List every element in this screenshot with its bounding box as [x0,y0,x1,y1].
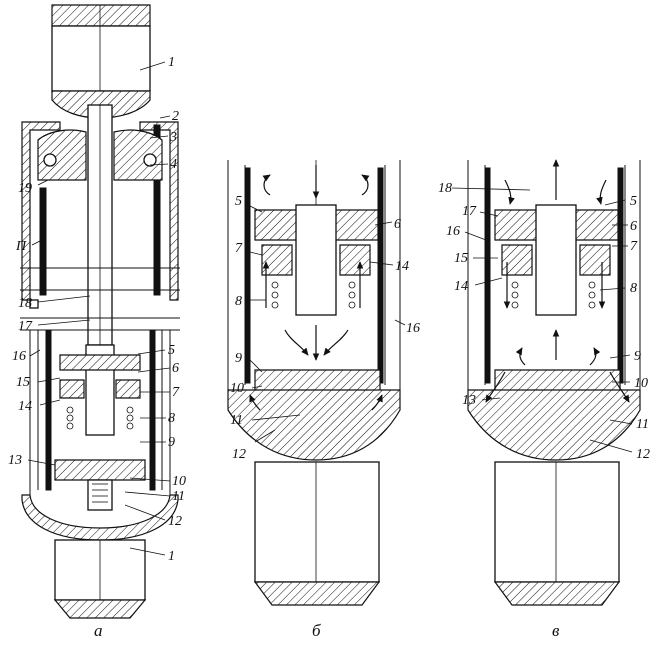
label-9: 9 [634,349,641,364]
label-11: 11 [172,489,185,504]
label-6: 6 [630,219,637,234]
label-1-top: 1 [168,55,175,70]
labels-a: 1 2 3 4 19 П 18 17 16 5 6 15 7 14 8 9 13… [8,55,186,564]
label-11: 11 [636,417,649,432]
label-15: 15 [454,251,468,266]
labels-c: 18 17 16 15 14 5 6 7 8 9 10 13 11 12 [438,181,650,462]
label-4: 4 [170,157,177,172]
label-6: 6 [394,217,401,232]
caption-b: б [312,621,321,640]
label-5: 5 [168,343,175,358]
label-8: 8 [235,294,242,309]
label-12: 12 [636,447,650,462]
label-14: 14 [395,259,409,274]
label-8: 8 [168,411,175,426]
view-b [227,160,401,606]
label-p: П [15,239,27,254]
label-19: 19 [18,181,32,196]
label-18: 18 [438,181,452,196]
label-3: 3 [169,130,177,145]
label-1-bottom: 1 [168,549,175,564]
label-9: 9 [168,435,175,450]
label-13: 13 [8,453,22,468]
label-11: 11 [230,413,243,428]
label-6: 6 [172,361,179,376]
label-7: 7 [235,241,243,256]
label-9: 9 [235,351,242,366]
label-14: 14 [454,279,468,294]
label-12: 12 [168,514,182,529]
view-c [467,159,641,606]
label-5: 5 [235,194,242,209]
caption-c: в [552,621,560,640]
caption-a: а [94,621,103,640]
label-17: 17 [462,204,477,219]
label-5: 5 [630,194,637,209]
label-16: 16 [446,224,460,239]
label-10: 10 [230,381,244,396]
label-12: 12 [232,447,246,462]
label-13: 13 [462,393,476,408]
label-18: 18 [18,296,32,311]
view-a [20,4,180,619]
label-10: 10 [172,474,186,489]
label-2: 2 [172,109,179,124]
label-10: 10 [634,376,648,391]
label-15: 15 [16,375,30,390]
label-17: 17 [18,319,33,334]
label-8: 8 [630,281,637,296]
label-7: 7 [172,385,180,400]
label-7: 7 [630,239,638,254]
labels-b: 5 6 7 14 8 16 9 10 11 12 [230,194,420,462]
label-16: 16 [406,321,420,336]
label-14: 14 [18,399,32,414]
label-16: 16 [12,349,26,364]
